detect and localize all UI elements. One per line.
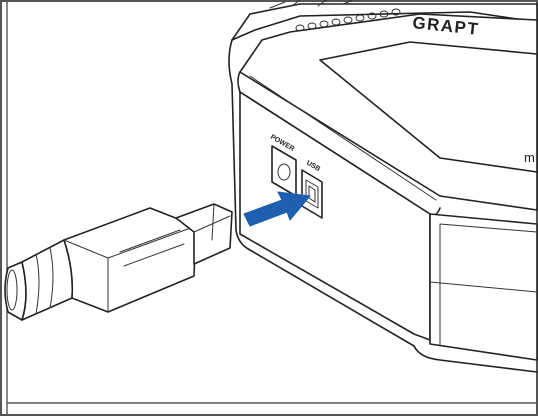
cable-strain-rings xyxy=(35,247,54,315)
insert-arrow xyxy=(243,191,311,227)
usb-plug-grip-lines xyxy=(119,229,185,267)
device-right-inner xyxy=(439,223,538,347)
cable-strain-relief xyxy=(21,239,74,321)
usb-cable xyxy=(4,203,233,321)
device: POWER USB GRAPT m xyxy=(228,0,538,373)
device-right-seam xyxy=(429,281,538,293)
device-front-edge-line xyxy=(249,75,437,201)
cable-cord-end xyxy=(6,269,18,311)
device-back-rail xyxy=(231,3,538,41)
usb-plug-housing xyxy=(63,207,197,313)
device-side-text: m xyxy=(524,150,535,165)
cable-cord xyxy=(4,261,27,321)
terminal-bumps xyxy=(269,0,401,32)
device-front-face xyxy=(239,91,431,341)
device-bottom-edge xyxy=(413,345,538,373)
usb-b-connector-edge xyxy=(193,203,231,241)
device-display xyxy=(319,41,538,173)
device-left-edge xyxy=(228,39,415,347)
